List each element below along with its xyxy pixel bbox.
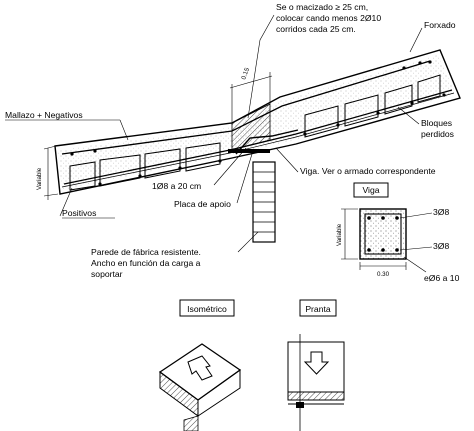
parede-label-1: Parede de fábrica resistente.	[91, 247, 201, 257]
plan-sketch	[287, 334, 345, 431]
viga-width-label: 0.30	[377, 271, 390, 278]
viga-bottom-bars: 3Ø8	[433, 241, 449, 251]
viga-title: Viga	[362, 185, 379, 195]
svg-text:Pranta: Pranta	[305, 304, 331, 314]
note-line-1: Se o macizado ≥ 25 cm,	[276, 2, 368, 12]
forxado-label: Forxado	[424, 20, 456, 30]
slab-section: 0.15 Variable	[36, 49, 461, 200]
slab-outline	[54, 49, 461, 195]
rebar-dots	[70, 60, 446, 186]
parede-label-2: Ancho en función da carga a	[91, 258, 201, 268]
dim-015: 0.15	[229, 66, 273, 125]
parede-label-3: soportar	[91, 269, 123, 279]
svg-text:Isométrico: Isométrico	[187, 304, 227, 314]
isometric-sketch	[158, 343, 242, 431]
positivos-label: Positivos	[62, 208, 96, 218]
bloques-label-2: perdidos	[421, 129, 454, 139]
view-isometric-title: Isométrico	[179, 299, 235, 317]
bar-1o8-label: 1Ø8 a 20 cm	[152, 181, 201, 191]
isometric-arrow-icon	[187, 355, 213, 381]
viga-top-bars: 3Ø8	[433, 207, 449, 217]
variable-left-label: Variable	[36, 167, 43, 190]
mallazo-label: Mallazo + Negativos	[5, 110, 83, 120]
support-plate	[228, 149, 270, 153]
note-line-3: corridos cada 25 cm.	[276, 24, 356, 34]
viga-section: Viga Variable 0.30 3Ø8 3Ø8 eØ6 a 10	[336, 182, 460, 283]
dim-015-label: 0.15	[240, 66, 251, 80]
viga-stirrups: eØ6 a 10	[424, 273, 460, 283]
viga-variable-label: Variable	[336, 223, 343, 246]
plan-arrow-icon	[303, 351, 330, 375]
brick-wall	[252, 161, 276, 243]
bloques-label-1: Bloques	[421, 118, 452, 128]
dim-variable-left: Variable	[36, 145, 59, 200]
hollow-blocks-right	[304, 74, 441, 138]
annotations: Se o macizado ≥ 25 cm, colocar cando men…	[5, 2, 456, 279]
note-line-2: colocar cando menos 2Ø10	[276, 13, 381, 23]
solid-zone	[231, 103, 271, 151]
viga-ref-label: Viga. Ver o armado correspondente	[300, 166, 436, 176]
view-plan-title: Pranta	[299, 299, 337, 317]
hollow-blocks-left	[69, 142, 221, 191]
placa-label: Placa de apoio	[174, 199, 231, 209]
